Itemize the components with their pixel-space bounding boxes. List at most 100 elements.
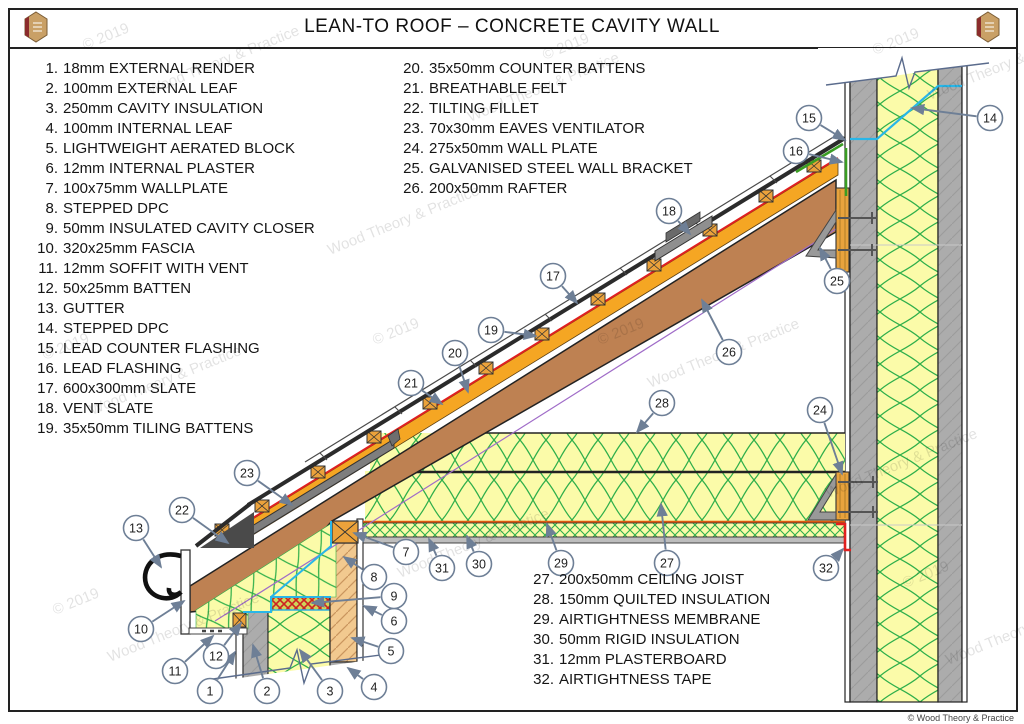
- legend-item-number: 16.: [37, 360, 58, 377]
- stepped-dpc-wall: [850, 84, 962, 141]
- legend-item: 27.200x50mm CEILING JOIST: [518, 570, 770, 590]
- callout-number: 3: [327, 685, 334, 699]
- callout-arrow: [820, 124, 847, 141]
- callout-arrow: [428, 537, 440, 557]
- legend-item-number: 25.: [403, 160, 424, 177]
- legend-item-number: 4.: [45, 120, 58, 137]
- legend-item-number: 12.: [37, 280, 58, 297]
- legend-item: 22. TILTING FILLET: [392, 99, 693, 119]
- callout-number: 21: [404, 377, 418, 391]
- callout-arrow: [910, 103, 977, 118]
- callout-7: 7: [352, 531, 420, 566]
- callout-bubble: [360, 673, 388, 701]
- legend-item-number: 18.: [37, 400, 58, 417]
- legend-item-label: 50mm RIGID INSULATION: [559, 631, 740, 648]
- callout-number: 29: [554, 557, 568, 571]
- watermark-text: © 2019: [80, 20, 131, 54]
- tiling-batten: [254, 499, 270, 513]
- callout-2: 2: [251, 643, 281, 705]
- callout-number: 6: [391, 615, 398, 629]
- airtightness-tape: [836, 522, 851, 552]
- callout-number: 30: [472, 558, 486, 572]
- legend-item-number: 22.: [403, 100, 424, 117]
- gutter: [142, 552, 183, 601]
- callout-number: 18: [662, 205, 676, 219]
- eaves-ventilator-kick: [387, 428, 401, 447]
- legend-item: 16.LEAD FLASHING: [30, 359, 315, 379]
- legend-item-number: 10.: [37, 240, 58, 257]
- legend-item-label: AIRTIGHTNESS MEMBRANE: [559, 611, 761, 628]
- callout-number: 8: [371, 571, 378, 585]
- legend-item: 2.100mm EXTERNAL LEAF: [30, 79, 315, 99]
- callout-bubble: [202, 642, 230, 670]
- callout-27: 27: [653, 502, 681, 577]
- legend-item: 32.AIRTIGHTNESS TAPE: [518, 670, 770, 690]
- legend-item-number: 13.: [37, 300, 58, 317]
- callout-number: 22: [175, 504, 189, 518]
- stepped-dpc-eaves: [243, 596, 331, 613]
- brand-logo-icon: [24, 11, 48, 43]
- callout-4: 4: [346, 666, 388, 701]
- callout-arrow: [346, 666, 364, 680]
- legend-item-label: 12mm SOFFIT WITH VENT: [63, 260, 249, 277]
- callout-number: 19: [484, 324, 498, 338]
- copyright-footer: © Wood Theory & Practice: [907, 713, 1014, 723]
- legend-item-number: 24.: [403, 140, 424, 157]
- legend-item-number: 17.: [37, 380, 58, 397]
- callout-number: 17: [546, 270, 560, 284]
- legend-item: 11.12mm SOFFIT WITH VENT: [30, 259, 315, 279]
- callout-8: 8: [342, 555, 388, 591]
- callout-bubble: [976, 104, 1004, 132]
- legend-item-number: 14.: [37, 320, 58, 337]
- callout-25: 25: [819, 246, 851, 295]
- wallplate: [331, 520, 359, 544]
- callout-bubble: [127, 615, 155, 643]
- ceiling: [362, 432, 846, 544]
- callout-number: 1: [207, 685, 214, 699]
- callout-22: 22: [168, 496, 230, 545]
- callout-arrow: [362, 605, 383, 617]
- callout-bubble: [648, 389, 676, 417]
- callout-arrow: [561, 285, 579, 305]
- callout-arrow: [310, 596, 381, 608]
- callout-bubble: [253, 677, 281, 705]
- legend-item-label: 50mm INSULATED CAVITY CLOSER: [63, 220, 315, 237]
- legend-item: 28.150mm QUILTED INSULATION: [518, 590, 770, 610]
- legend-item-label: STEPPED DPC: [63, 200, 169, 217]
- callout-number: 4: [371, 681, 378, 695]
- callout-arrow: [192, 517, 230, 545]
- callout-28: 28: [635, 389, 676, 434]
- callout-10: 10: [127, 599, 186, 643]
- callout-bubble: [428, 554, 456, 582]
- callout-arrow: [251, 643, 264, 679]
- legend-item-label: 18mm EXTERNAL RENDER: [63, 60, 255, 77]
- legend-item-number: 19.: [37, 420, 58, 437]
- legend-item-label: LEAD COUNTER FLASHING: [63, 340, 260, 357]
- legend-item-label: VENT SLATE: [63, 400, 154, 417]
- legend-item-number: 23.: [403, 120, 424, 137]
- callout-bubble: [465, 550, 493, 578]
- watermark-text: © 2019: [50, 585, 101, 619]
- callout-number: 28: [655, 397, 669, 411]
- tiling-batten: [478, 361, 494, 375]
- callout-arrow: [701, 298, 724, 341]
- callout-bubble: [812, 554, 840, 582]
- legend-item-label: BREATHABLE FELT: [429, 80, 567, 97]
- callout-bubble: [547, 549, 575, 577]
- callout-19: 19: [477, 316, 538, 344]
- legend-item-label: 600x300mm SLATE: [63, 380, 197, 397]
- legend-item: 25.GALVANISED STEEL WALL BRACKET: [392, 159, 693, 179]
- legend-item-number: 9.: [45, 220, 58, 237]
- legend-item: 15.LEAD COUNTER FLASHING: [30, 339, 315, 359]
- legend-item-number: 2.: [45, 80, 58, 97]
- legend-item-label: 100mm INTERNAL LEAF: [63, 120, 233, 137]
- legend-item: 10.320x25mm FASCIA: [30, 239, 315, 259]
- callout-bubble: [392, 538, 420, 566]
- brand-logo-icon: [976, 11, 1000, 43]
- external-leaf: [937, 61, 963, 703]
- legend-item-label: 12mm INTERNAL PLASTER: [63, 160, 255, 177]
- legend-item-label: TILTING FILLET: [429, 100, 539, 117]
